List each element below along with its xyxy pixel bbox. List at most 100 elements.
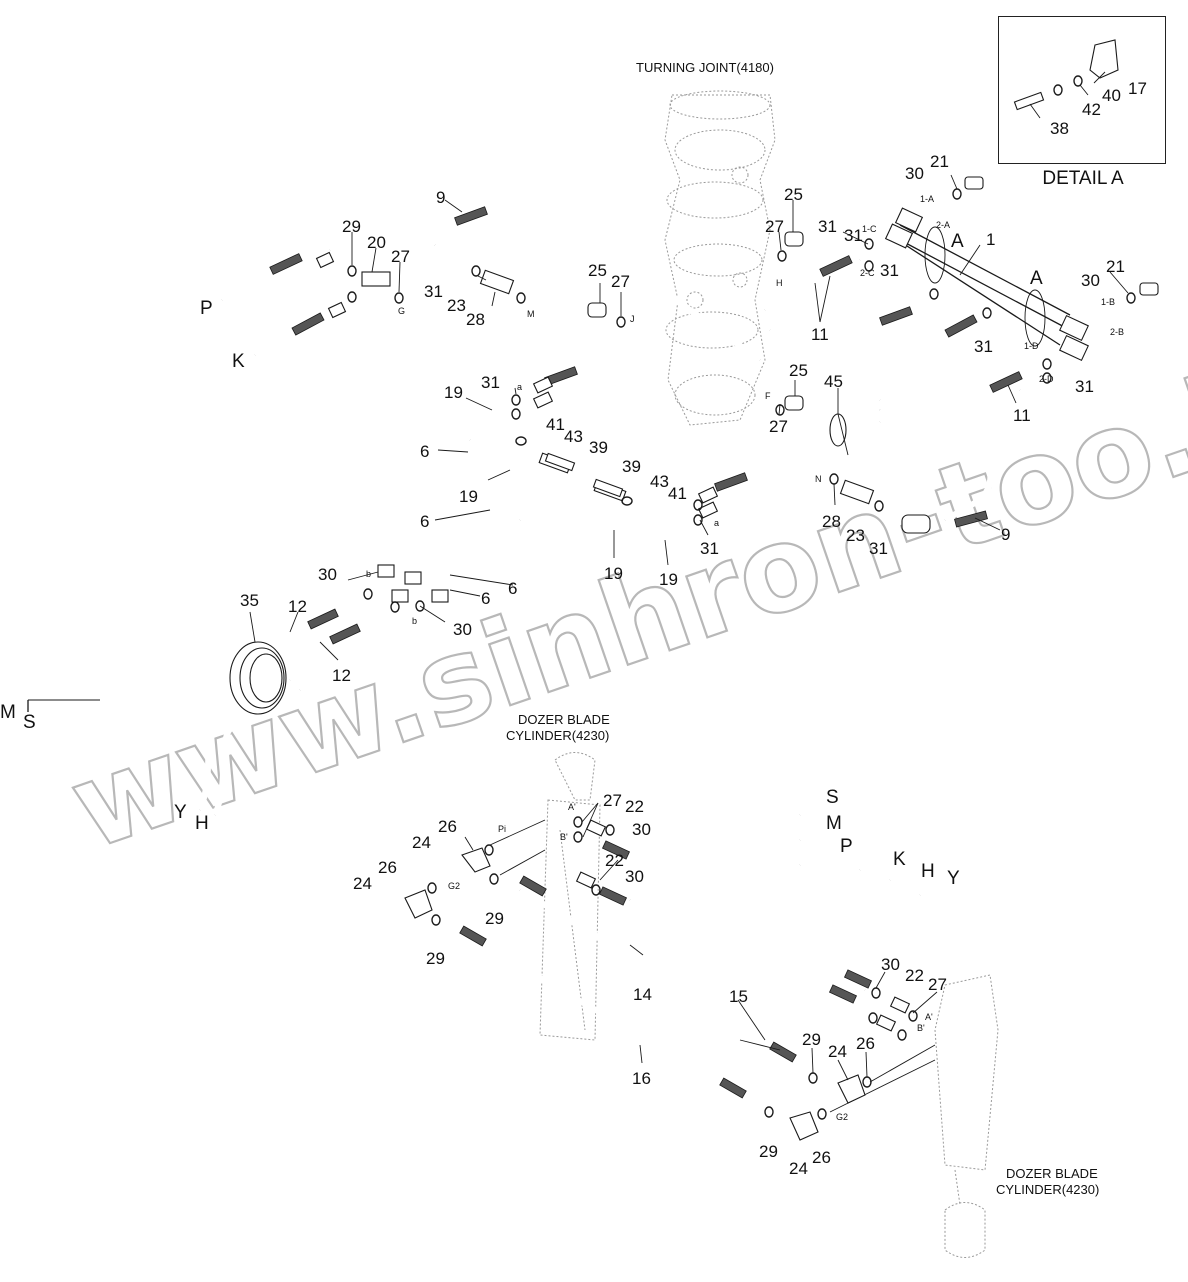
port-label-j: J	[630, 314, 635, 324]
callout-28-n: 28	[822, 512, 841, 531]
port-labels: G M J H F N a a b b Pi G2 G2 A' B' A' B'…	[366, 194, 1124, 1122]
callout-24-right: 24	[828, 1042, 847, 1061]
callout-38: 38	[1050, 119, 1069, 138]
callout-19-mid: 19	[459, 487, 478, 506]
port-label-1d: 1-D	[1024, 341, 1039, 351]
callout-19-bottom-right: 19	[659, 570, 678, 589]
callout-12-top: 12	[288, 597, 307, 616]
callout-26-bottom: 26	[812, 1148, 831, 1167]
port-label-g2-right: G2	[836, 1112, 848, 1122]
callout-30-b-top: 30	[318, 565, 337, 584]
port-label-b-bottom: b	[412, 616, 417, 626]
callout-6-bottom-left: 6	[481, 589, 490, 608]
callout-24-pi: 24	[412, 833, 431, 852]
port-label-a-prime-left: A'	[568, 802, 576, 812]
line-end-h-lower: H	[921, 861, 935, 882]
port-label-1c: 1-C	[862, 224, 877, 234]
callout-15: 15	[729, 987, 748, 1006]
callout-23-top: 23	[447, 296, 466, 315]
callout-31-g: 31	[424, 282, 443, 301]
o-rings-upper	[347, 75, 1136, 613]
port-label-b-prime-right: B'	[917, 1023, 925, 1033]
callout-31-2c: 31	[844, 226, 863, 245]
callout-22-right-lower: 22	[905, 966, 924, 985]
callout-31-1d: 31	[974, 337, 993, 356]
callout-40: 40	[1102, 86, 1121, 105]
callout-19-top: 19	[444, 383, 463, 402]
callout-30-b: 30	[625, 867, 644, 886]
dozer-blade-caption-right-line2: CYLINDER(4230)	[996, 1182, 1099, 1197]
callout-11-top: 11	[811, 325, 829, 344]
callout-30-right-lower: 30	[881, 955, 900, 974]
callout-27-right-lower: 27	[928, 975, 947, 994]
dozer-blade-caption-right-line1: DOZER BLADE	[1006, 1166, 1098, 1181]
port-label-n: N	[815, 474, 822, 484]
port-label-g: G	[398, 306, 405, 316]
callout-12-bottom: 12	[332, 666, 351, 685]
callout-30-right: 30	[1081, 271, 1100, 290]
line-end-s-upper: S	[23, 712, 36, 733]
port-label-g2-left: G2	[448, 881, 460, 891]
line-end-m-lower: M	[826, 813, 842, 834]
callout-42: 42	[1082, 100, 1101, 119]
line-end-labels: P K M S Y H S M P K H Y	[0, 298, 960, 889]
port-label-2a: 2-A	[936, 220, 950, 230]
callout-39-left: 39	[589, 438, 608, 457]
line-end-p-lower: P	[840, 836, 853, 857]
port-label-a-right: a	[714, 518, 719, 528]
callout-a-detail-right: A	[1030, 268, 1043, 289]
callout-31-top-right: 31	[818, 217, 837, 236]
callout-29-top: 29	[342, 217, 361, 236]
line-end-k-lower: K	[893, 849, 906, 870]
callout-31-a-right: 31	[700, 539, 719, 558]
line-end-p-upper: P	[200, 298, 213, 319]
port-label-a-prime-right: A'	[925, 1012, 933, 1022]
callout-39-mid: 39	[622, 457, 641, 476]
callout-1: 1	[986, 230, 995, 249]
callout-27-f: 27	[769, 417, 788, 436]
callout-9-top: 9	[436, 188, 445, 207]
callout-30-b-bottom: 30	[453, 620, 472, 639]
line-end-h-upper: H	[195, 813, 209, 834]
callout-19-bottom-left: 19	[604, 564, 623, 583]
callout-27-g: 27	[391, 247, 410, 266]
callout-20: 20	[367, 233, 386, 252]
callout-27-j: 27	[611, 272, 630, 291]
port-label-a-left: a	[517, 382, 522, 392]
callout-43-mid: 43	[650, 472, 669, 491]
callout-25-top: 25	[784, 185, 803, 204]
callout-25-j: 25	[588, 261, 607, 280]
callout-16: 16	[632, 1069, 651, 1088]
callout-26-pi: 26	[438, 817, 457, 836]
callout-31-a-left: 31	[481, 373, 500, 392]
port-label-1a: 1-A	[920, 194, 934, 204]
callout-26-right: 26	[856, 1034, 875, 1053]
port-label-b-prime-left: B'	[560, 832, 568, 842]
callout-30-a: 30	[632, 820, 651, 839]
port-label-b-top: b	[366, 569, 371, 579]
callout-29-right: 29	[802, 1030, 821, 1049]
callout-27-a: 27	[603, 791, 622, 810]
callout-6-top: 6	[420, 442, 429, 461]
callout-30-top: 30	[905, 164, 924, 183]
callout-28-top: 28	[466, 310, 485, 329]
callout-24-bottom: 24	[789, 1159, 808, 1178]
line-end-s-lower: S	[826, 787, 839, 808]
callout-24-g2-left: 24	[353, 874, 372, 893]
callout-22-b: 22	[605, 851, 624, 870]
port-label-1b: 1-B	[1101, 297, 1115, 307]
turning-joint-caption: TURNING JOINT(4180)	[636, 60, 774, 75]
detail-a-box	[998, 16, 1166, 164]
port-label-h: H	[776, 278, 783, 288]
turning-joint-outline	[664, 90, 776, 426]
callout-31-mid: 31	[880, 261, 899, 280]
callout-41-left: 41	[546, 415, 565, 434]
callout-43-left: 43	[564, 427, 583, 446]
callout-29-left: 29	[426, 949, 445, 968]
callout-6-bottom-right: 6	[508, 579, 517, 598]
callout-leaders	[28, 71, 1129, 1081]
port-label-2d: 2-D	[1039, 374, 1054, 384]
line-end-y-upper: Y	[174, 802, 187, 823]
